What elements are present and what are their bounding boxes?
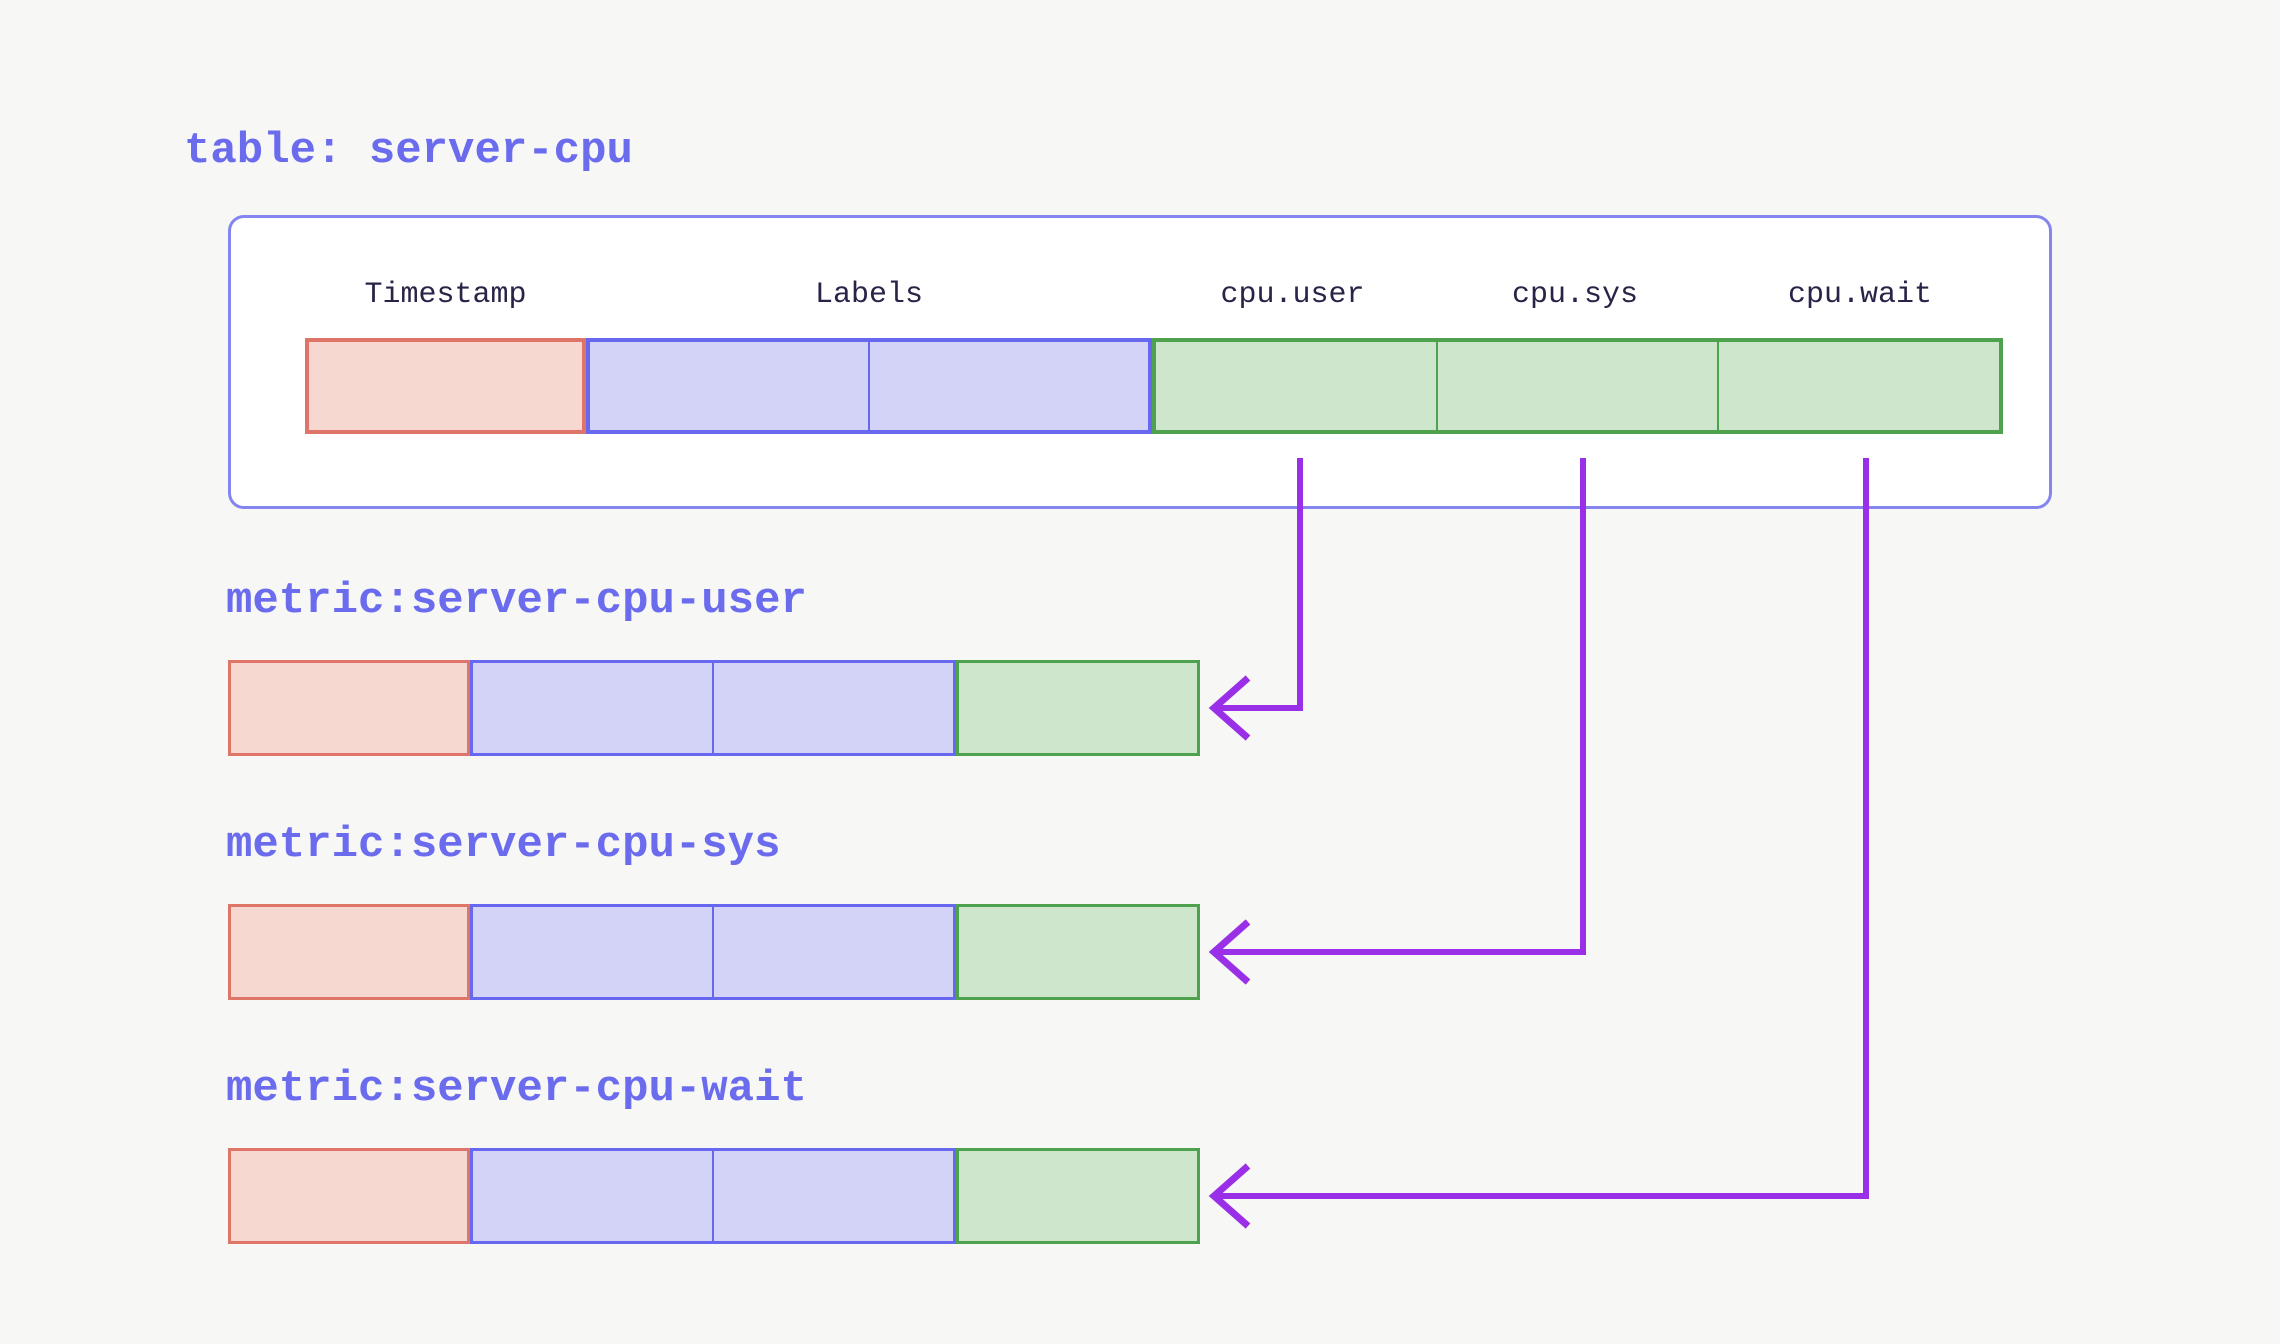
table-title: table: server-cpu [184,126,633,176]
label-cell [473,663,712,753]
value-cell [959,663,1197,753]
timestamp-cell [309,342,582,430]
column-header-cpu-wait: cpu.wait [1787,278,1933,312]
column-header-cpu-user: cpu.user [1220,278,1365,312]
timestamp-cell-group [228,660,470,756]
field-cell-group [956,1148,1200,1244]
table-header-row: Timestamp Labels cpu.user cpu.sys cpu.wa… [305,278,2003,312]
arrowhead-cpu-wait [1208,1163,1251,1229]
metric-label-cpu-wait: metric:server-cpu-wait [226,1064,807,1114]
timestamp-cell-group [228,1148,470,1244]
metric-label-cpu-user: metric:server-cpu-user [226,576,807,626]
label-cell [712,663,953,753]
arrow-cpu-sys-to-metric [1218,458,1586,955]
labels-cell-group [470,1148,956,1244]
column-header-cpu-sys: cpu.sys [1511,278,1639,312]
field-cell-group [1152,338,2003,434]
metric-row-cpu-wait [228,1148,1200,1244]
timestamp-cell [231,907,467,997]
label-cell [712,1151,953,1241]
column-header-timestamp: Timestamp [364,278,527,312]
arrow-cpu-wait-to-metric [1218,458,1869,1199]
timestamp-cell-group [228,904,470,1000]
timestamp-cell [231,663,467,753]
field-cell-cpu-sys [1435,342,1718,430]
labels-cell-group [470,904,956,1000]
label-cell [473,1151,712,1241]
value-cell [959,907,1197,997]
label-cell [712,907,953,997]
labels-cell-group [470,660,956,756]
field-cell-cpu-wait [1717,342,1999,430]
metric-label-cpu-sys: metric:server-cpu-sys [226,820,781,870]
table-row [305,338,2003,434]
label-cell [590,342,868,430]
value-cell [959,1151,1197,1241]
label-cell [868,342,1148,430]
labels-cell-group [586,338,1152,434]
arrowhead-cpu-sys [1208,919,1251,985]
table-card: Timestamp Labels cpu.user cpu.sys cpu.wa… [228,215,2052,509]
field-cell-group [956,660,1200,756]
metric-row-cpu-sys [228,904,1200,1000]
field-cell-cpu-user [1156,342,1436,430]
label-cell [473,907,712,997]
column-header-labels: Labels [814,278,924,312]
metric-row-cpu-user [228,660,1200,756]
timestamp-cell-group [305,338,586,434]
arrowhead-cpu-user [1208,675,1251,741]
field-cell-group [956,904,1200,1000]
timestamp-cell [231,1151,467,1241]
